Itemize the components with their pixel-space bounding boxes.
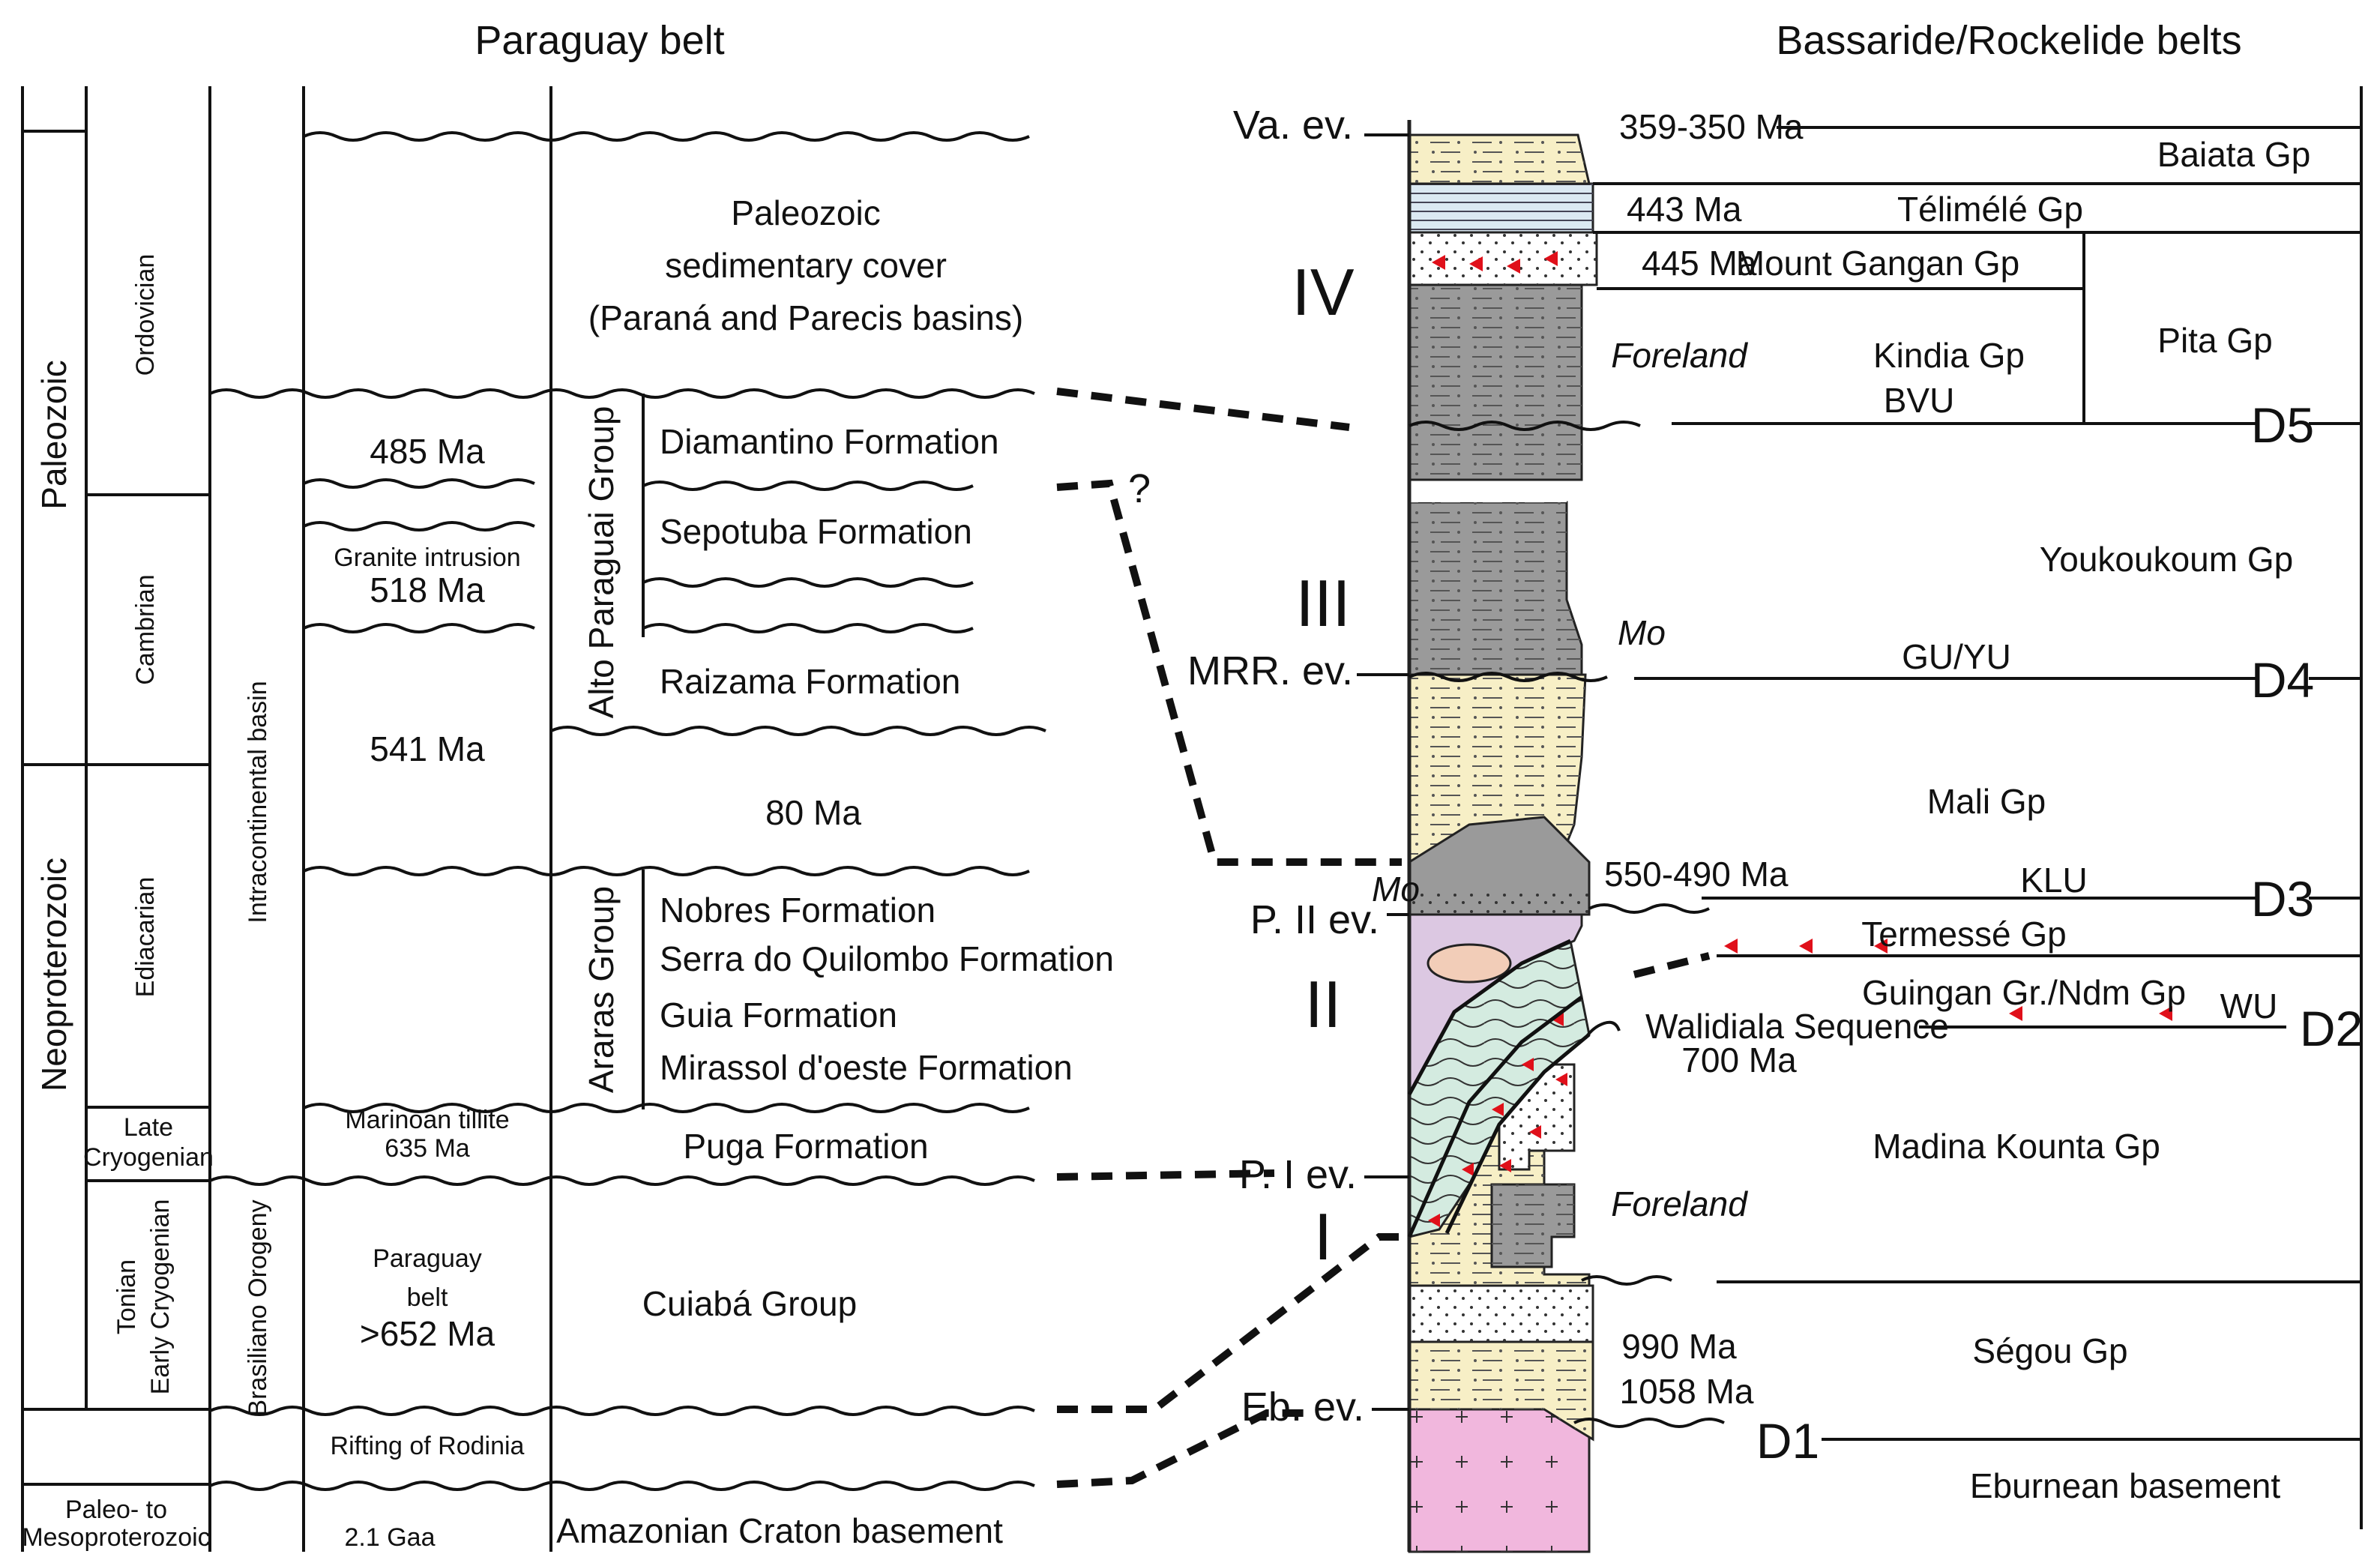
strat-column (1407, 120, 1598, 1553)
paraguay-belt-age-3: >652 Ma (360, 1314, 495, 1353)
era-paleozoic: Paleozoic (34, 360, 73, 509)
bvu-label: BVU (1884, 381, 1955, 420)
araras-group: Araras Group (582, 886, 621, 1093)
age-518: 518 Ma (370, 570, 485, 609)
age-990: 990 Ma (1621, 1327, 1737, 1366)
nobres-formation: Nobres Formation (660, 891, 936, 930)
serra-do-quilombo-formation: Serra do Quilombo Formation (660, 939, 1114, 978)
foreland-label-2: Foreland (1611, 1184, 1748, 1223)
paleozoic-cover-2: sedimentary cover (665, 246, 947, 285)
termesse-gp: Termessé Gp (1861, 915, 2067, 954)
period-ediacarian: Ediacarian (131, 877, 160, 998)
cuiaba-group: Cuiabá Group (642, 1284, 857, 1323)
diamantino-formation: Diamantino Formation (660, 422, 999, 461)
rifting-of-rodinia: Rifting of Rodinia (331, 1432, 525, 1460)
age-2-1-gaa: 2.1 Gaa (345, 1523, 436, 1552)
age-700: 700 Ma (1681, 1041, 1797, 1079)
phase-iv: IV (1292, 255, 1354, 329)
period-early-cryogenian: Early Cryogenian (146, 1199, 175, 1395)
madina-kounta-gp: Madina Kounta Gp (1873, 1127, 2160, 1166)
alto-paraguai-group: Alto Paraguai Group (582, 406, 621, 719)
phase-iii: III (1295, 566, 1350, 640)
foreland-label-1: Foreland (1611, 336, 1748, 375)
telimele-gp: Télimélé Gp (1897, 190, 2083, 229)
deformation-d1: D1 (1756, 1413, 1819, 1469)
youkoukoum-gp: Youkoukoum Gp (2040, 540, 2293, 579)
sepotuba-formation: Sepotuba Formation (660, 512, 972, 551)
age-635: 635 Ma (385, 1134, 469, 1163)
era-neoproterozoic: Neoproterozoic (34, 858, 73, 1091)
period-cambrian: Cambrian (131, 574, 160, 684)
era-paleo-to: Paleo- to (65, 1496, 167, 1524)
period-cryogenian: Cryogenian (83, 1143, 214, 1172)
period-ordovician: Ordovician (131, 254, 160, 376)
raizama-formation: Raizama Formation (660, 662, 960, 701)
bassaride-unconformities (1409, 421, 1725, 1428)
guia-formation: Guia Formation (660, 996, 897, 1035)
event-lines (1357, 133, 1409, 1411)
mirassol-formation: Mirassol d'oeste Formation (660, 1048, 1073, 1087)
deformation-d3: D3 (2251, 871, 2314, 927)
gu-yu-label: GU/YU (1902, 637, 2011, 676)
event-p1: P. I ev. (1239, 1152, 1357, 1197)
deformation-d4: D4 (2251, 652, 2314, 708)
correlation-lines (1056, 388, 1711, 1488)
molasse-label-1: Mo (1618, 613, 1666, 652)
paraguay-belt-age-2: belt (407, 1283, 448, 1312)
thrust-lines (1407, 939, 1591, 1238)
paleozoic-cover-1: Paleozoic (731, 193, 880, 232)
event-va: Va. ev. (1233, 103, 1353, 148)
paleozoic-cover-3: (Paraná and Parecis basins) (588, 298, 1023, 337)
klu-label: KLU (2020, 861, 2087, 900)
marinoan-tillite: Marinoan tillite (345, 1106, 509, 1134)
deformation-d5: D5 (2251, 397, 2314, 453)
age-443: 443 Ma (1627, 190, 1742, 229)
phase-ii: II (1305, 967, 1342, 1041)
kindia-gp: Kindia Gp (1873, 336, 2025, 375)
wu-label: WU (2220, 987, 2278, 1026)
phase-i: I (1314, 1199, 1332, 1274)
walidiala-sequence: Walidiala Sequence (1645, 1007, 1949, 1046)
age-550-490: 550-490 Ma (1604, 855, 1789, 894)
amazonian-craton-basement: Amazonian Craton basement (556, 1511, 1003, 1550)
deformation-d2: D2 (2300, 1001, 2363, 1056)
mali-gp: Mali Gp (1927, 782, 2046, 821)
era-mesoproterozoic: Mesoproterozoic (22, 1523, 210, 1552)
guingan-gp: Guingan Gr./Ndm Gp (1862, 973, 2186, 1012)
thrust-symbols (1428, 251, 2172, 1227)
age-485: 485 Ma (370, 432, 485, 471)
age-359-350: 359-350 Ma (1619, 107, 1804, 146)
baiata-gp: Baiata Gp (2157, 135, 2311, 174)
age-541: 541 Ma (370, 729, 485, 768)
period-late: Late (124, 1113, 173, 1142)
paraguay-table (21, 86, 645, 1552)
event-p2: P. II ev. (1250, 897, 1379, 942)
unit-intrusion (1427, 943, 1512, 984)
unconformities (209, 131, 1046, 1491)
intracontinental-basin-label: Intracontinental basin (244, 681, 272, 923)
event-mrr: MRR. ev. (1187, 648, 1353, 693)
paraguay-belt-title: Paraguay belt (475, 18, 724, 63)
molasse-label-2: Mo (1372, 870, 1420, 909)
segou-gp: Ségou Gp (1972, 1331, 2127, 1370)
question-mark: ? (1128, 466, 1151, 511)
puga-formation: Puga Formation (683, 1127, 928, 1166)
age-445: 445 Ma (1642, 244, 1757, 283)
age-1058: 1058 Ma (1619, 1372, 1753, 1411)
bassaride-title: Bassaride/Rockelide belts (1776, 18, 2241, 63)
eburnean-basement: Eburnean basement (1970, 1466, 2281, 1505)
mount-gangan-gp: Mount Gangan Gp (1736, 244, 2019, 283)
paraguay-belt-age-1: Paraguay (373, 1244, 482, 1273)
event-eb: Eb. ev. (1241, 1385, 1364, 1430)
bassaride-table (1593, 86, 2363, 1529)
brasiliano-orogeny-label: Brasiliano Orogeny (244, 1199, 272, 1416)
granite-intrusion: Granite intrusion (334, 543, 520, 572)
gap-80-ma: 80 Ma (765, 793, 861, 832)
period-tonian: Tonian (112, 1259, 141, 1334)
pita-gp: Pita Gp (2157, 321, 2272, 360)
